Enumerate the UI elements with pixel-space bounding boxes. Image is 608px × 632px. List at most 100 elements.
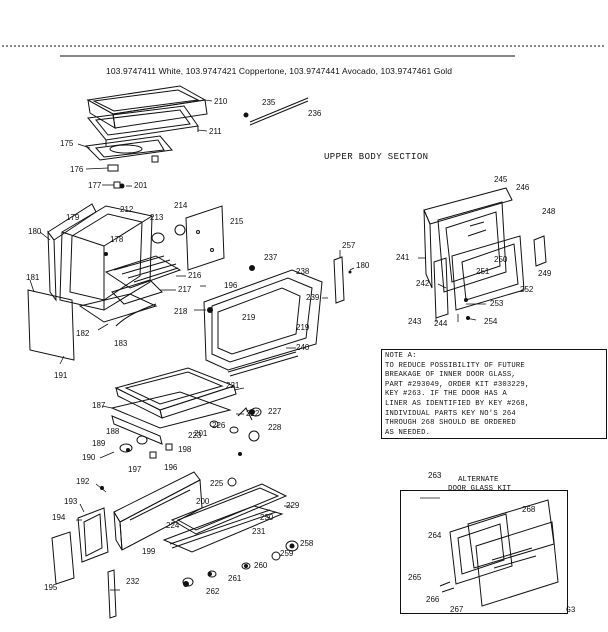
part-label: 219 — [296, 323, 310, 332]
note-line: PART #293049, ORDER KIT #303229, — [385, 380, 530, 389]
note-line: NOTE A: — [385, 352, 417, 360]
note-line: LINER AS IDENTIFIED BY KEY #268, — [385, 399, 530, 408]
part-195-panel — [51, 531, 75, 585]
part-181-panel — [27, 289, 75, 361]
note-line: BREAKAGE OF INNER DOOR GLASS, — [385, 371, 516, 380]
part-212-oven-liner — [59, 205, 153, 311]
alternate-door-glass-kit-drawing — [439, 499, 559, 607]
part-label: 241 — [396, 253, 410, 262]
part-label: 181 — [26, 273, 40, 282]
part-label: 231 — [252, 527, 266, 536]
part-label: 239 — [306, 293, 320, 302]
alternate-door-glass-kit-box — [400, 490, 568, 614]
note-a-box: NOTE A: TO REDUCE POSSIBILITY OF FUTURE … — [381, 349, 607, 439]
part-label: 264 — [428, 531, 442, 540]
part-label: 183 — [114, 339, 128, 348]
part-label: 222 — [246, 409, 260, 418]
part-label: 244 — [434, 319, 448, 328]
part-label: 221 — [226, 381, 240, 390]
part-label: 258 — [300, 539, 314, 548]
part-label: 211 — [209, 127, 222, 136]
part-label: 175 — [60, 139, 74, 148]
part-label: 199 — [142, 547, 156, 556]
part-175-tray — [84, 135, 173, 161]
part-label: 228 — [268, 423, 282, 432]
part-label: 187 — [92, 401, 106, 410]
part-183-shield — [78, 293, 158, 327]
part-label: 213 — [150, 213, 164, 222]
part-245-door-assembly — [423, 187, 547, 319]
part-label: 194 — [52, 513, 66, 522]
note-line: AS NEEDED. — [385, 428, 431, 437]
kit-title-line2: DOOR GLASS KIT — [448, 485, 512, 493]
part-label: 268 — [522, 505, 536, 514]
part-label: 246 — [516, 183, 530, 192]
note-line: KEY #263. IF THE DOOR HAS A — [385, 390, 507, 399]
kit-number-label: 263 — [428, 471, 442, 480]
part-label: 224 — [166, 521, 180, 530]
part-label: 215 — [230, 217, 244, 226]
part-label: 218 — [174, 307, 188, 316]
part-label: 179 — [66, 213, 80, 222]
section-title: UPPER BODY SECTION — [324, 152, 429, 162]
part-label: 223 — [188, 431, 202, 440]
part-236-rod — [243, 97, 309, 126]
part-label: 238 — [296, 267, 310, 276]
part-211-frame — [87, 105, 199, 146]
part-210-top-frame — [86, 85, 208, 129]
part-label: 180 — [28, 227, 42, 236]
part-label: 191 — [54, 371, 68, 380]
part-label: 227 — [268, 407, 282, 416]
part-label: 214 — [174, 201, 188, 210]
part-label: 210 — [214, 97, 228, 106]
part-215-panel — [185, 205, 225, 271]
part-label: 201 — [134, 181, 148, 190]
part-239-door-frame — [203, 269, 323, 377]
part-label: 177 — [88, 181, 102, 190]
part-label: 196 — [164, 463, 178, 472]
part-label: 178 — [110, 235, 124, 244]
part-label: 257 — [342, 241, 356, 250]
part-221-glass-frame — [114, 367, 237, 419]
part-label: 196 — [224, 281, 238, 290]
part-230-door-glass — [162, 483, 288, 553]
part-label: 176 — [70, 165, 84, 174]
part-label: 267 — [450, 605, 464, 614]
part-label: 237 — [264, 253, 278, 262]
part-257-strip — [333, 256, 345, 304]
part-label: 240 — [296, 343, 310, 352]
part-label: 248 — [542, 207, 556, 216]
part-label: 249 — [538, 269, 552, 278]
model-list-header: 103.9747411 White, 103.9747421 Copperton… — [106, 66, 453, 76]
part-label: 250 — [494, 255, 508, 264]
hardware-small-parts — [119, 407, 262, 487]
part-label: 251 — [476, 267, 490, 276]
part-label: 212 — [120, 205, 134, 214]
part-label: 216 — [188, 271, 202, 280]
part-188-liner — [110, 391, 232, 445]
part-label: 200 — [196, 497, 210, 506]
filled-hardware-marks — [100, 113, 470, 587]
part-232-strip — [107, 569, 117, 619]
part-label: 252 — [520, 285, 534, 294]
part-179-side-panel — [47, 203, 97, 302]
part-label: 195 — [44, 583, 58, 592]
part-label: 232 — [126, 577, 140, 586]
part-label: 261 — [228, 574, 242, 583]
part-label: 192 — [76, 477, 90, 486]
part-label: 201 — [194, 429, 208, 438]
part-label: 188 — [106, 427, 120, 436]
page-code: G3 — [566, 606, 576, 615]
part-label: 243 — [408, 317, 422, 326]
part-label: 189 — [92, 439, 106, 448]
part-label: 266 — [426, 595, 440, 604]
part-label: 259 — [280, 549, 294, 558]
part-label: 190 — [82, 453, 96, 462]
kit-title-line1: ALTERNATE — [458, 476, 499, 484]
part-label: 235 — [262, 98, 276, 107]
kit-title: ALTERNATE DOOR GLASS KIT — [448, 476, 511, 494]
part-label: 198 — [178, 445, 192, 454]
part-194-side-panel — [77, 507, 109, 563]
part-label: 260 — [254, 561, 268, 570]
